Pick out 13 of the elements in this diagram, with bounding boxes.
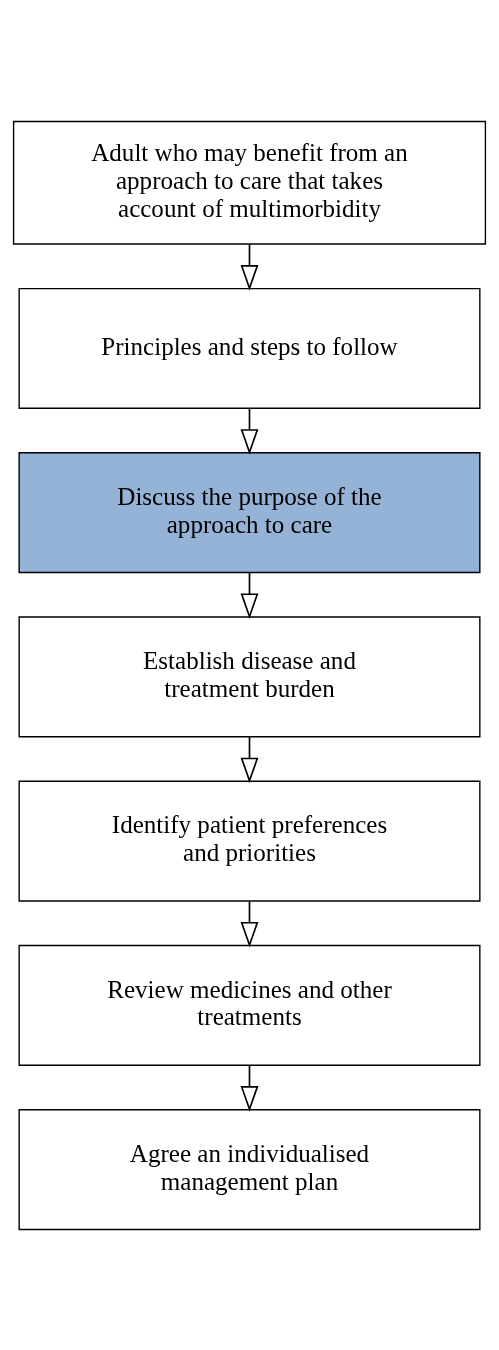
node-box: Discuss the purpose of the approach to care	[18, 451, 481, 573]
node-box: Principles and steps to follow	[18, 287, 481, 409]
arrow	[240, 735, 259, 783]
arrow	[240, 1064, 259, 1112]
node-box: Identify patient preferences and priorities	[18, 780, 481, 902]
node-box: Agree an individualised management plan	[18, 1108, 481, 1230]
arrow	[240, 571, 259, 619]
node-box: Review medicines and other treatments	[18, 944, 481, 1066]
arrow	[240, 243, 259, 291]
arrow	[240, 407, 259, 455]
node-box: Adult who may benefit from an approach to care that takes account of multimorbidity	[12, 120, 487, 245]
arrow	[240, 899, 259, 947]
node-box: Establish disease and treatment burden	[18, 615, 481, 737]
